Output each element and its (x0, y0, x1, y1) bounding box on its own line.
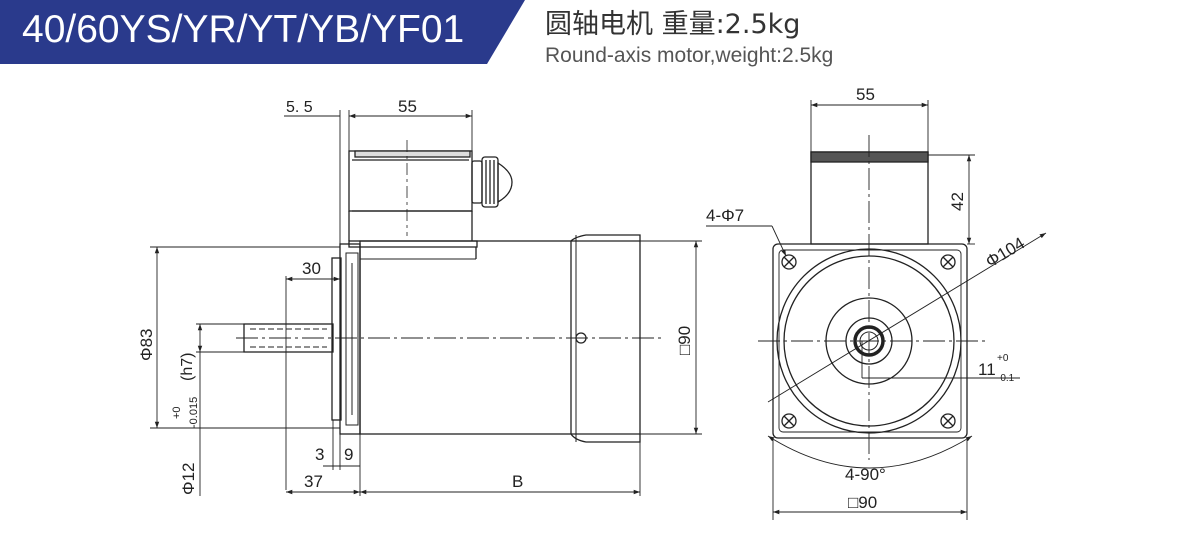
cable-gland (471, 156, 513, 208)
key-tolerance-upper: +0 (997, 353, 1009, 364)
mounting-holes (781, 254, 956, 429)
side-view (150, 110, 702, 496)
dim-42: 42 (948, 192, 967, 211)
title-chinese: 圆轴电机 重量:2.5kg (545, 9, 801, 40)
dim-phi104: Φ104 (982, 234, 1028, 272)
dim-b: B (512, 472, 523, 491)
dim-square-90-bottom: □90 (848, 493, 877, 512)
dim-5-5: 5. 5 (286, 99, 313, 116)
dim-55-top: 55 (398, 97, 417, 116)
end-cap (571, 240, 641, 435)
mounting-flange (339, 243, 361, 435)
dim-9: 9 (344, 445, 353, 464)
dim-square-90-side: □90 (675, 326, 694, 355)
dim-4x90-deg: 4-90° (845, 465, 886, 484)
dim-37: 37 (304, 472, 323, 491)
flange-pilot (331, 257, 342, 421)
terminal-box-front (810, 151, 929, 245)
dim-3: 3 (315, 445, 324, 464)
dim-h7: (h7) (179, 353, 196, 381)
tolerance-lower: -0.015 (188, 397, 200, 428)
dim-55-box: 55 (856, 85, 875, 104)
dim-phi83: Φ83 (137, 329, 156, 361)
dim-4-phi7: 4-Φ7 (706, 206, 744, 225)
key-tolerance-lower: -0.1 (997, 373, 1015, 384)
banner-shape (0, 0, 525, 64)
dim-phi12: Φ12 (179, 463, 198, 495)
front-view (706, 100, 1047, 520)
motor-body (359, 240, 572, 435)
tolerance-upper: +0 (171, 406, 183, 419)
model-banner: 40/60YS/YR/YT/YB/YF01 (0, 0, 525, 68)
title-english: Round-axis motor,weight:2.5kg (545, 44, 834, 67)
key-width: 11 (978, 360, 996, 379)
model-name: 40/60YS/YR/YT/YB/YF01 (22, 8, 465, 51)
dim-30: 30 (302, 259, 321, 278)
